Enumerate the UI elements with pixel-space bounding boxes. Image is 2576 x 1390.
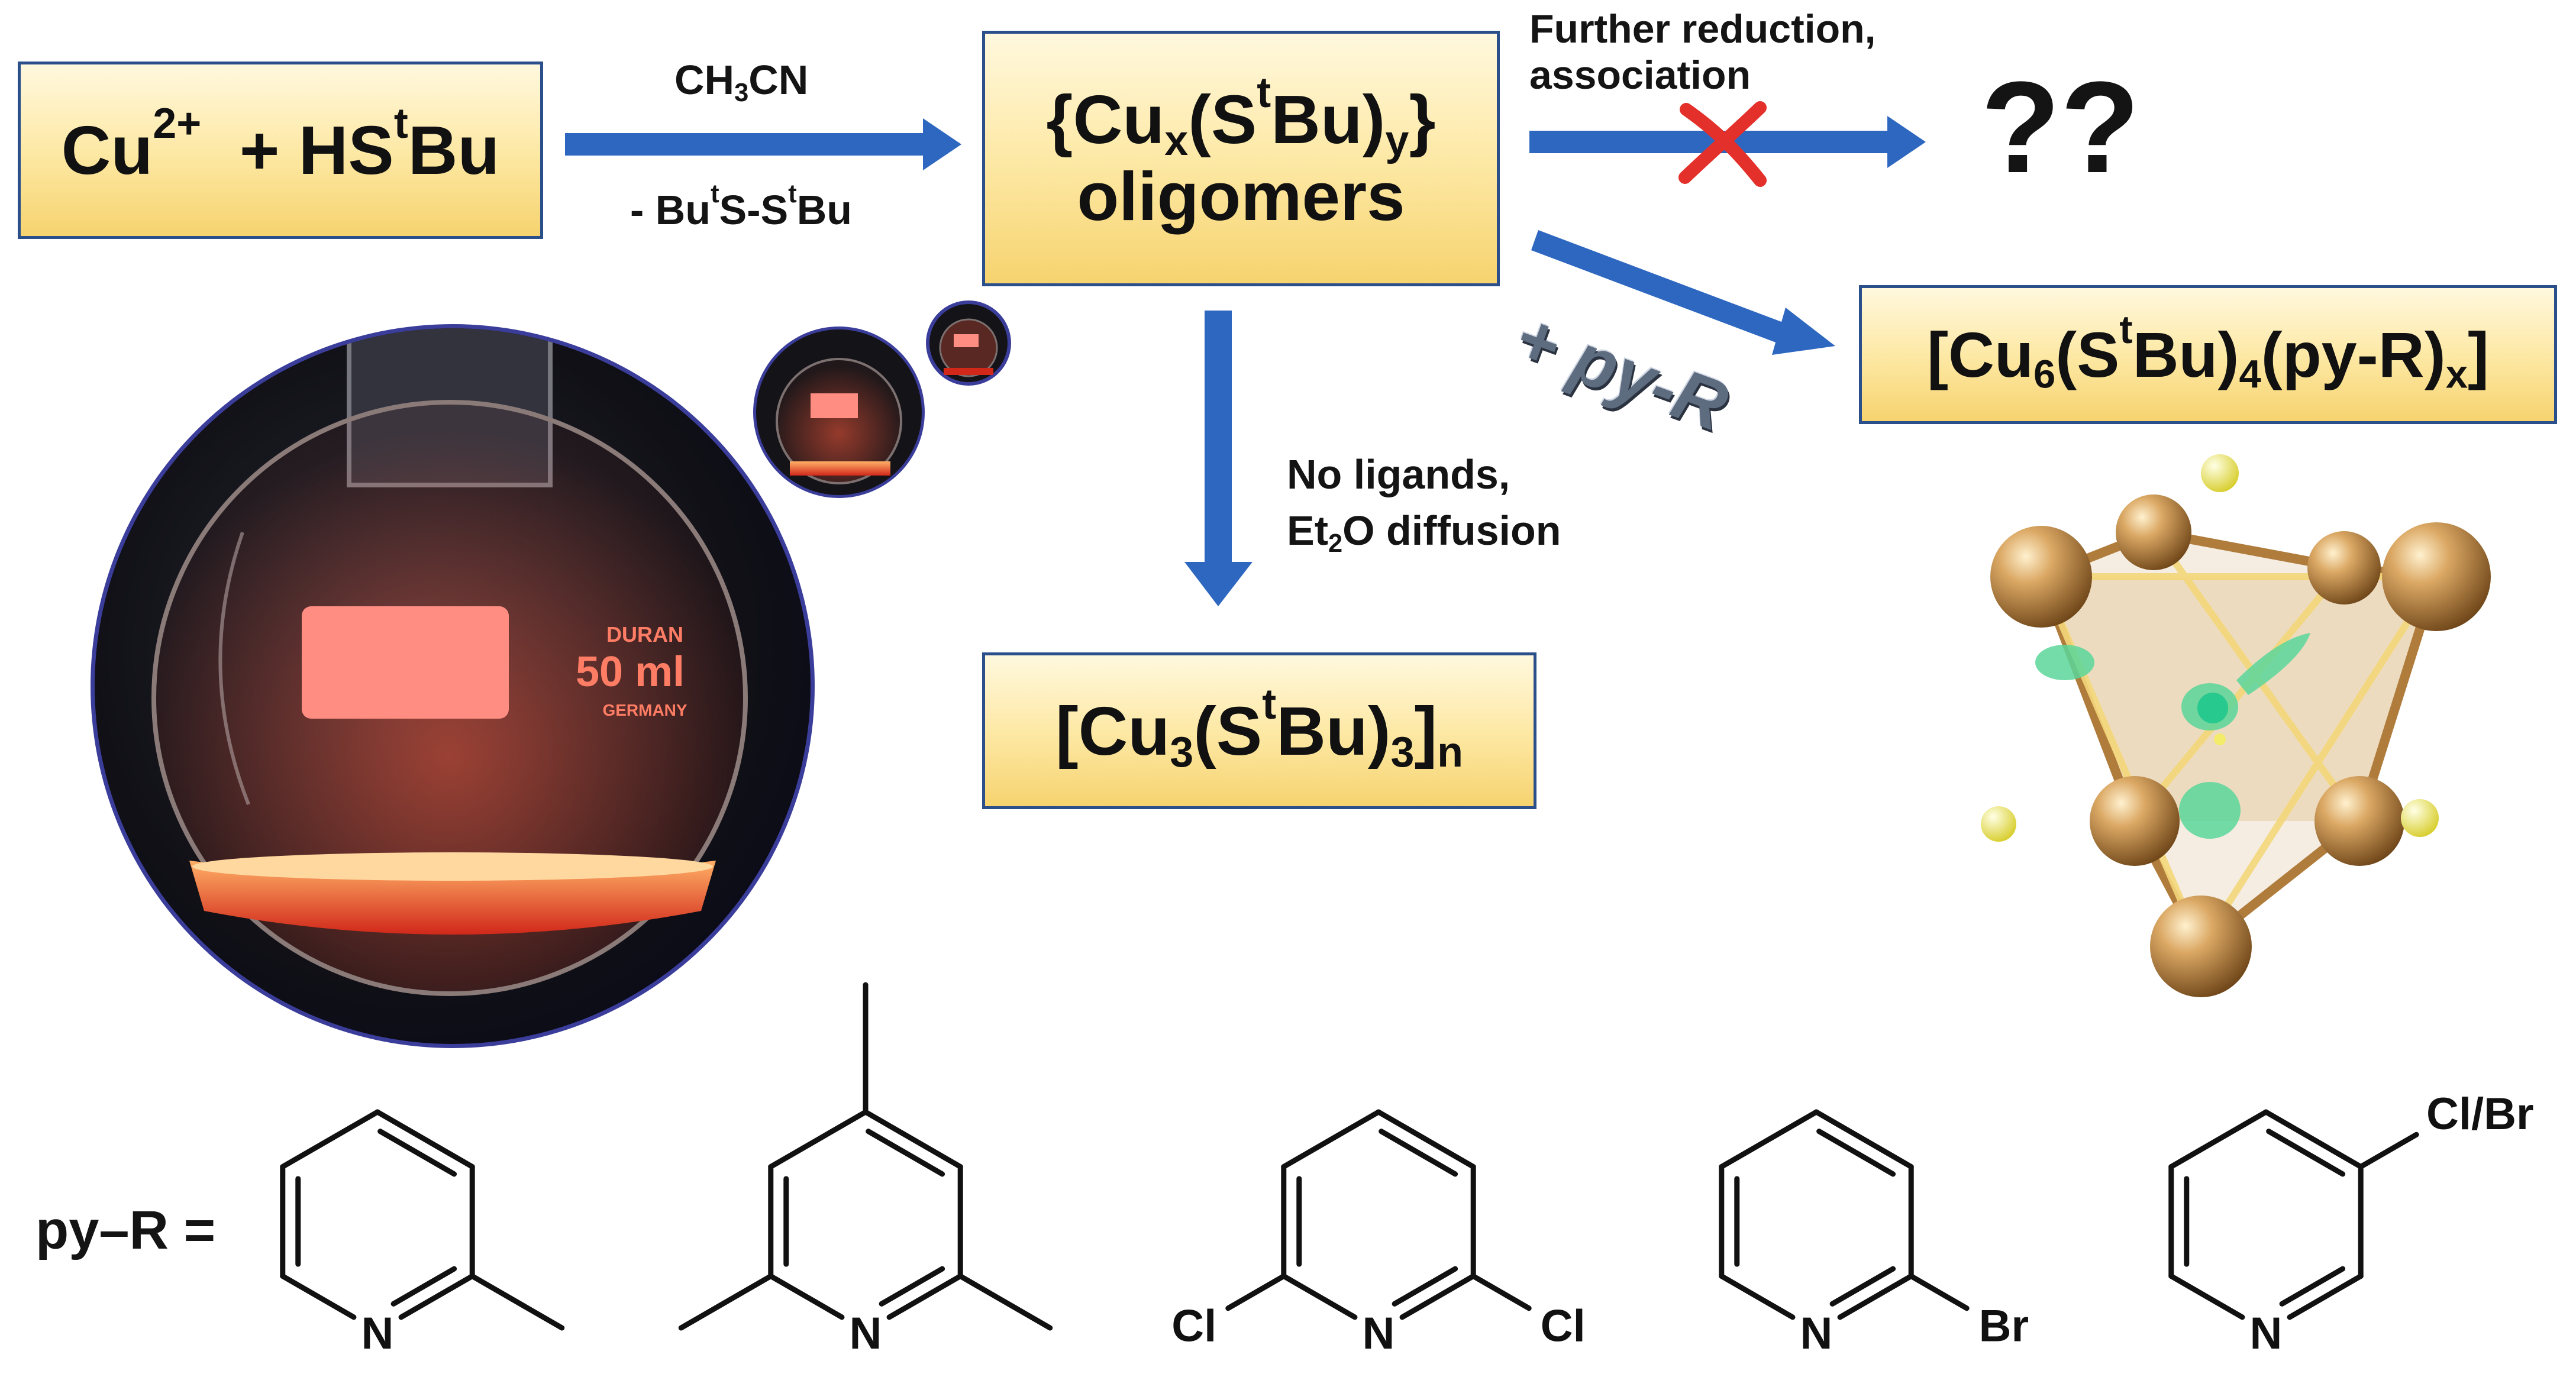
reactants-box: Cu2+ + HStBu	[18, 62, 543, 239]
flask-photo: DURAN 50 ml GERMANY	[91, 324, 815, 1048]
py-arrow	[1531, 230, 1835, 355]
unknown-product: ??	[1981, 54, 2140, 200]
no-ligands-label: No ligands, Et2O diffusion	[1287, 451, 1561, 558]
chloro-bromo-label: Cl/Br	[2426, 1089, 2534, 1139]
oligomers-box: {Cux(StBu)y} oligomers	[982, 31, 1500, 286]
pyridine-ligand-2: N	[678, 982, 1053, 1359]
py-product-box: [Cu6(StBu)4(py-R)x]	[1859, 285, 2557, 424]
flask-volume: 50 ml	[576, 648, 685, 696]
pyridine-ligand-3: N Cl Cl	[1171, 1109, 1586, 1359]
cross-mark	[1678, 101, 1767, 187]
pyridine-ligand-5: N Cl/Br	[2168, 1089, 2534, 1359]
main-arrow	[565, 118, 961, 170]
nitrogen-label: N	[1363, 1308, 1395, 1359]
ligand-prefix: py–R =	[35, 1200, 216, 1260]
arrow1-bottom-label: - ButS-StBu	[630, 180, 852, 233]
further-reduction-label: Further reduction, association	[1529, 7, 1876, 98]
flask-brand: DURAN	[606, 622, 683, 646]
tiny-flask-photo	[926, 300, 1011, 386]
reactants-formula: Cu2+ + HStBu	[61, 99, 500, 189]
py-product-formula: [Cu6(StBu)4(py-R)x]	[1927, 308, 2489, 397]
nitrogen-label: N	[361, 1308, 394, 1359]
chloro-label: Cl	[1171, 1301, 1216, 1351]
ligand-structures: N N N Cl Cl N Br N Cl/Br	[280, 982, 2534, 1359]
cu3-product-box: [Cu3(StBu)3]n	[982, 652, 1536, 809]
arrow1-top-label: CH3CN	[674, 57, 809, 108]
cluster-model	[1981, 454, 2491, 997]
oligomers-formula: {Cux(StBu)y}	[1046, 69, 1436, 165]
oligomers-label: oligomers	[1077, 158, 1405, 235]
pyridine-ligand-1: N	[280, 1109, 565, 1359]
nitrogen-label: N	[1800, 1308, 1833, 1359]
nitrogen-label: N	[850, 1308, 882, 1359]
chloro-label: Cl	[1541, 1301, 1586, 1351]
nitrogen-label: N	[2250, 1308, 2283, 1359]
flask-origin: GERMANY	[602, 701, 687, 719]
pyridine-ligand-4: N Br	[1719, 1109, 2029, 1359]
bromo-label: Br	[1979, 1301, 2029, 1351]
down-arrow	[1184, 311, 1253, 606]
cu3-product-formula: [Cu3(StBu)3]n	[1055, 680, 1464, 776]
small-flask-photo	[753, 327, 925, 498]
